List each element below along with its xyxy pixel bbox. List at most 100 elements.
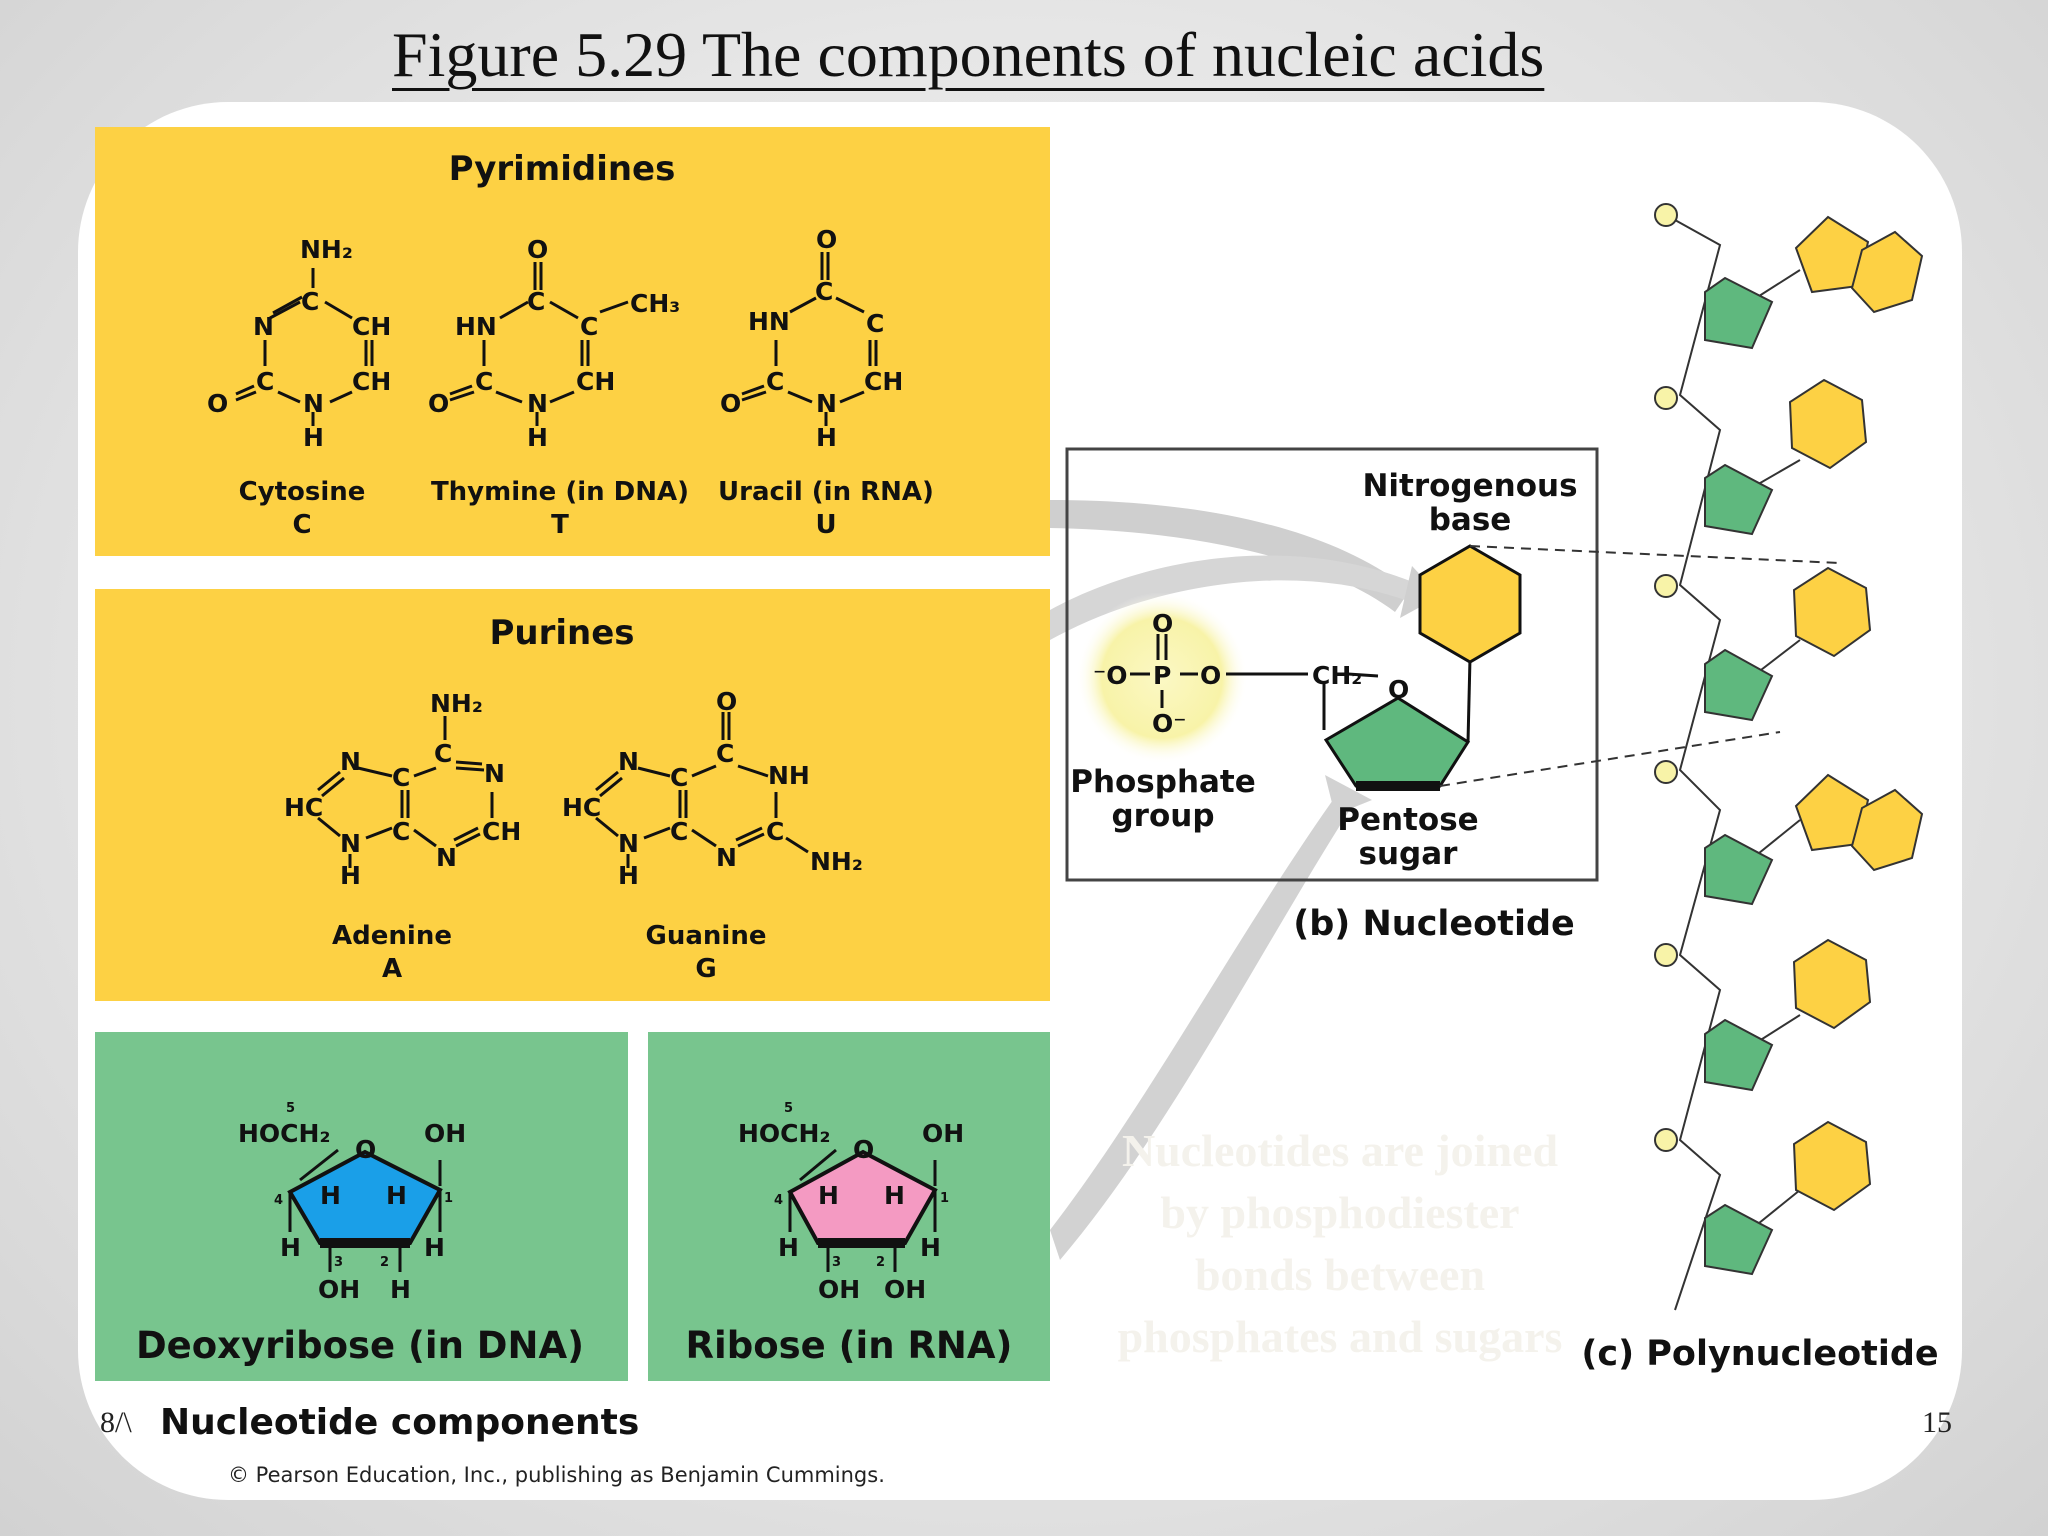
chem-label: H: [816, 423, 837, 452]
chem-label: C: [670, 817, 688, 846]
chem-label: N: [618, 829, 639, 858]
guanine-structure: [595, 712, 809, 868]
chem-label: C: [301, 287, 319, 316]
chem-label: N: [253, 312, 274, 341]
chem-label: OH: [884, 1275, 926, 1304]
pyrimidines-heading: Pyrimidines: [449, 149, 676, 189]
chem-label: NH: [768, 761, 810, 790]
uracil-name: Uracil (in RNA): [718, 477, 934, 507]
ribose-structure: [787, 1148, 938, 1272]
chem-label: H: [386, 1181, 407, 1210]
carbon-number: 3: [334, 1255, 343, 1270]
chem-label: CH: [864, 367, 903, 396]
chem-label: N: [436, 843, 457, 872]
chem-label: ⁻O: [1093, 661, 1127, 690]
chem-label: C: [580, 312, 598, 341]
carbon-number: 1: [940, 1191, 949, 1206]
pentose-sugar-shape: [1323, 696, 1471, 788]
chem-label: CH: [352, 367, 391, 396]
chem-label: O: [853, 1135, 874, 1164]
chem-label: O: [1200, 661, 1221, 690]
chem-label: C: [392, 763, 410, 792]
chem-label: C: [527, 287, 545, 316]
adenine-name: Adenine: [332, 921, 452, 951]
chem-label: C: [766, 817, 784, 846]
chem-label: NH₂: [430, 689, 483, 718]
chem-label: CH: [482, 817, 521, 846]
carbon-number: 1: [444, 1191, 453, 1206]
polynucleotide-chain: [1654, 203, 1924, 1311]
carbon-number: 4: [274, 1193, 283, 1208]
deoxyribose-structure: [287, 1148, 443, 1272]
cytosine-letter: C: [292, 510, 311, 540]
chem-label: O⁻: [1152, 709, 1186, 738]
cytosine-name: Cytosine: [239, 477, 366, 507]
note-line-2: by phosphodiester: [1160, 1187, 1519, 1238]
deoxyribose-name: Deoxyribose (in DNA): [136, 1324, 584, 1367]
chem-label: C: [434, 739, 452, 768]
note-line-4: phosphates and sugars: [1118, 1311, 1563, 1362]
nitrogenous-base-shape: [1418, 544, 1522, 664]
nucleotide-box: [1065, 447, 1599, 882]
guanine-letter: G: [695, 954, 716, 984]
chem-label: O: [428, 389, 449, 418]
chem-label: NH₂: [300, 235, 353, 264]
chem-label: C: [475, 367, 493, 396]
nucleotide-caption: (b) Nucleotide: [1293, 904, 1575, 944]
chem-label: CH: [352, 312, 391, 341]
glycosidic-bond: [1466, 657, 1472, 743]
chem-label: O: [1152, 609, 1173, 638]
thymine-structure: [449, 262, 629, 426]
adenine-letter: A: [382, 954, 402, 984]
pyrimidines-panel: [95, 127, 1050, 556]
nucleotide-components-caption: Nucleotide components: [160, 1402, 639, 1443]
chem-label: HOCH₂: [238, 1119, 330, 1148]
chem-label: N: [816, 389, 837, 418]
adenine-structure: [317, 716, 494, 868]
arrow-from-sugars: [1050, 790, 1356, 1260]
pentose-sugar-label-2: sugar: [1359, 836, 1459, 872]
chem-label: H: [340, 861, 361, 890]
chem-label: O: [207, 389, 228, 418]
carbon-number: 5: [286, 1101, 295, 1116]
chem-label: H: [320, 1181, 341, 1210]
chem-label: C: [766, 367, 784, 396]
chem-label: C: [256, 367, 274, 396]
chem-label: OH: [424, 1119, 466, 1148]
chem-label: CH₃: [630, 289, 680, 318]
chem-label: NH₂: [810, 847, 863, 876]
slide-title: Figure 5.29 The components of nucleic ac…: [392, 19, 1545, 90]
chem-label: HN: [748, 307, 790, 336]
ribose-name: Ribose (in RNA): [686, 1324, 1013, 1367]
chem-label: HC: [284, 793, 323, 822]
chem-label: C: [815, 277, 833, 306]
chem-label: H: [618, 861, 639, 890]
chem-label: C: [670, 763, 688, 792]
page-number: 15: [1922, 1406, 1952, 1439]
chem-label: N: [618, 747, 639, 776]
chem-label: HOCH₂: [738, 1119, 830, 1148]
chem-label: N: [340, 829, 361, 858]
chem-label: H: [527, 423, 548, 452]
carbon-number: 2: [380, 1255, 389, 1270]
arrow-from-pyrimidines: [1050, 500, 1410, 612]
purines-heading: Purines: [489, 613, 634, 653]
phosphate-highlight: [1076, 592, 1248, 764]
arrowhead: [1325, 775, 1372, 815]
chem-label: OH: [922, 1119, 964, 1148]
chem-label: C: [866, 309, 884, 338]
polynucleotide-caption: (c) Polynucleotide: [1581, 1334, 1938, 1374]
carbon-number: 5: [784, 1101, 793, 1116]
chem-label: O: [720, 389, 741, 418]
chem-label: N: [340, 747, 361, 776]
chem-label: C: [716, 739, 734, 768]
uracil-letter: U: [815, 510, 836, 540]
note-line-1: Nucleotides are joined: [1122, 1125, 1559, 1176]
chem-label: P: [1153, 661, 1171, 690]
chem-label: C: [392, 817, 410, 846]
chem-label: N: [303, 389, 324, 418]
chem-label: H: [280, 1233, 301, 1262]
nitrogenous-base-label-1: Nitrogenous: [1362, 468, 1577, 504]
dashed-guide: [1469, 545, 1841, 564]
